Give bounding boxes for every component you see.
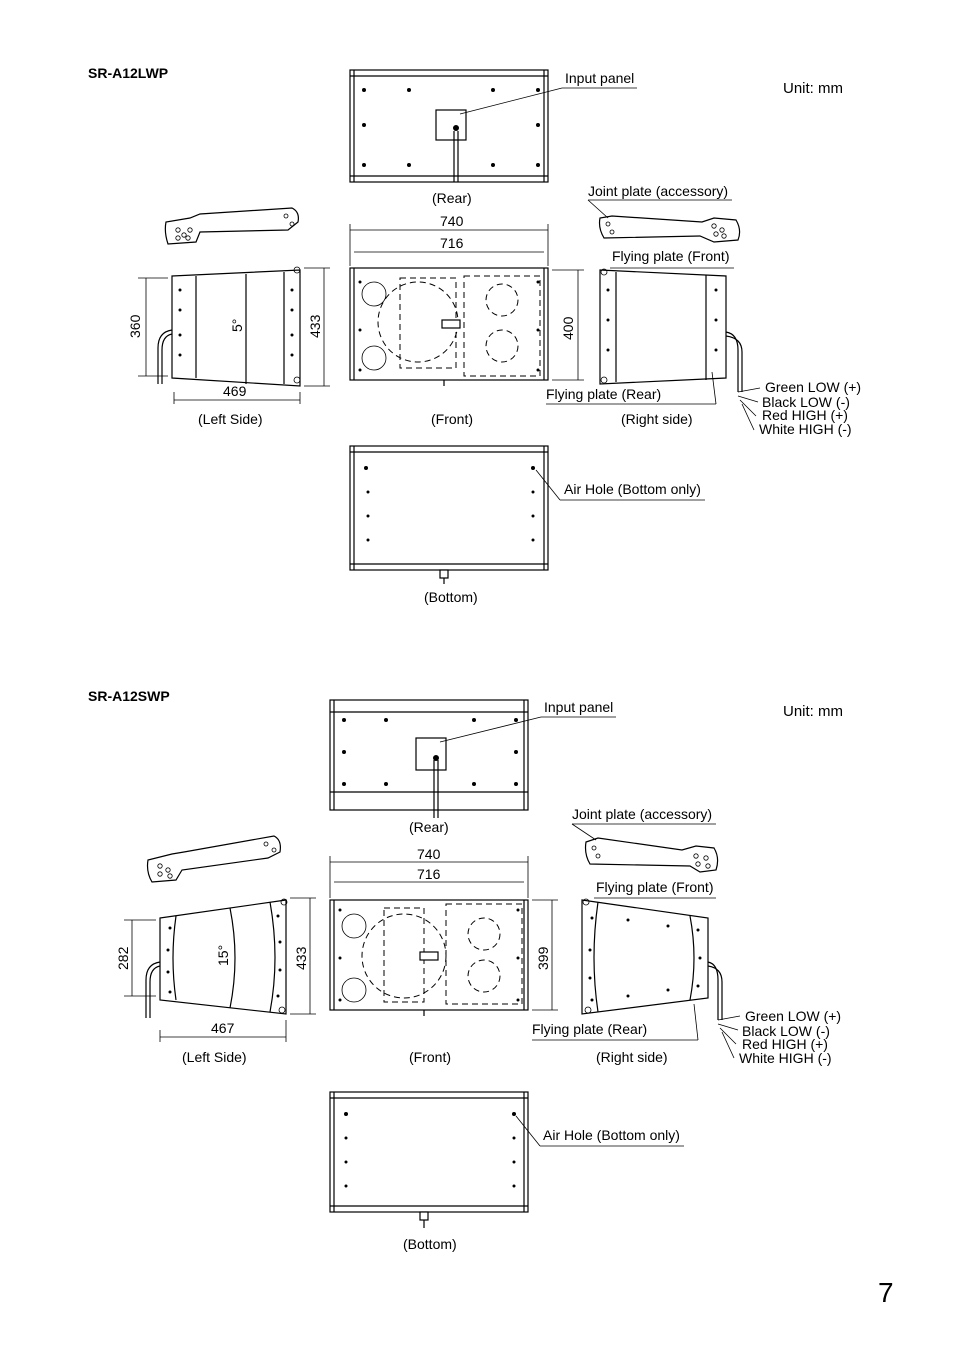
joint-plate-label: Joint plate (accessory) [572, 806, 712, 822]
input-panel-label: Input panel [544, 699, 613, 715]
dim-side-rear-height: 433 [293, 946, 309, 970]
dim-angle: 5° [229, 319, 245, 332]
right-side-view: Flying plate (Front) Flying plate (Rear)… [532, 879, 841, 1066]
wire-red: Red HIGH (+) [742, 1036, 828, 1052]
wire-black: Black LOW (-) [762, 394, 850, 410]
section-sr-a12swp: SR-A12SWP Unit: mm Input panel (Rear) [88, 688, 843, 1252]
front-view: 740 716 399 (Front) [329, 846, 558, 1065]
joint-plate-left [164, 207, 299, 245]
dim-width-outer: 740 [440, 213, 464, 229]
unit-label: Unit: mm [783, 80, 843, 97]
front-view: 740 716 400 (Front) [349, 213, 584, 427]
left-side-view: 360 5° 433 469 (Left Side) [127, 266, 330, 427]
wire-white: White HIGH (-) [739, 1050, 832, 1066]
model-title: SR-A12SWP [88, 688, 170, 704]
dim-side-rear-height: 433 [307, 314, 323, 338]
unit-label: Unit: mm [783, 703, 843, 720]
wire-black: Black LOW (-) [742, 1023, 830, 1039]
dim-width-outer: 740 [417, 846, 441, 862]
joint-plate-label: Joint plate (accessory) [588, 183, 728, 199]
right-side-caption: (Right side) [621, 411, 693, 427]
dim-front-height: 400 [560, 316, 576, 340]
joint-plate-right: Joint plate (accessory) [571, 806, 719, 873]
dim-side-front-height: 360 [127, 314, 143, 338]
rear-view: Input panel (Rear) [349, 69, 637, 206]
dim-side-depth: 469 [223, 383, 247, 399]
wire-red: Red HIGH (+) [762, 407, 848, 423]
flying-front-label: Flying plate (Front) [596, 879, 713, 895]
air-hole-label: Air Hole (Bottom only) [543, 1127, 680, 1143]
flying-front-label: Flying plate (Front) [612, 248, 729, 264]
right-side-view: Flying plate (Front) Flying plate (Rear)… [546, 248, 861, 437]
joint-plate-left [146, 835, 281, 883]
section-sr-a12lwp: SR-A12LWP Unit: mm Input panel (Rear) [88, 65, 861, 605]
page-number: 7 [878, 1277, 894, 1308]
left-side-caption: (Left Side) [198, 411, 263, 427]
wire-green: Green LOW (+) [745, 1008, 841, 1024]
rear-view-caption: (Rear) [409, 819, 449, 835]
wire-white: White HIGH (-) [759, 421, 852, 437]
front-view-caption: (Front) [431, 411, 473, 427]
dim-side-front-height: 282 [115, 946, 131, 970]
front-view-caption: (Front) [409, 1049, 451, 1065]
bottom-view: Air Hole (Bottom only) (Bottom) [349, 445, 705, 605]
flying-rear-label: Flying plate (Rear) [546, 386, 661, 402]
joint-plate-right: Joint plate (accessory) [587, 183, 741, 243]
model-title: SR-A12LWP [88, 65, 168, 81]
dim-width-inner: 716 [440, 235, 464, 251]
air-hole-label: Air Hole (Bottom only) [564, 481, 701, 497]
dim-side-depth: 467 [211, 1020, 235, 1036]
right-side-caption: (Right side) [596, 1049, 668, 1065]
dim-width-inner: 716 [417, 866, 441, 882]
bottom-view-caption: (Bottom) [403, 1236, 457, 1252]
bottom-view: Air Hole (Bottom only) (Bottom) [329, 1091, 684, 1252]
dim-angle: 15° [215, 945, 231, 966]
rear-view-caption: (Rear) [432, 190, 472, 206]
flying-rear-label: Flying plate (Rear) [532, 1021, 647, 1037]
left-side-caption: (Left Side) [182, 1049, 247, 1065]
left-side-view: 282 15° 433 467 (Left Side) [115, 897, 316, 1065]
bottom-view-caption: (Bottom) [424, 589, 478, 605]
dim-front-height: 399 [535, 946, 551, 970]
input-panel-label: Input panel [565, 70, 634, 86]
wire-green: Green LOW (+) [765, 379, 861, 395]
rear-view: Input panel (Rear) [329, 699, 616, 835]
